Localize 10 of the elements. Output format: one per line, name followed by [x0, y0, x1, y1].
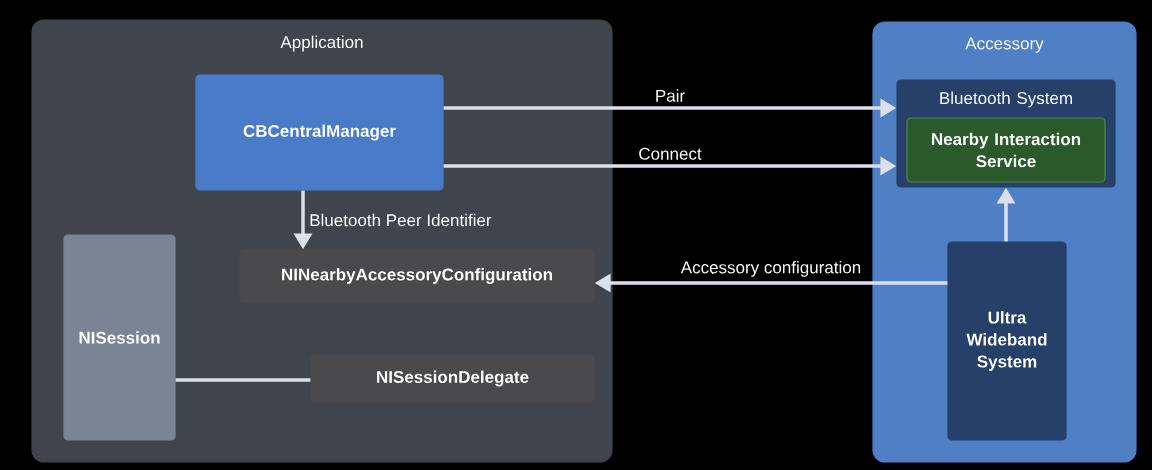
- class-box: NISession: [63, 234, 176, 441]
- edge-label: Pair: [656, 89, 685, 102]
- class-box: CBCentralManager: [195, 74, 444, 191]
- edge-label: Accessory configuration: [680, 260, 861, 277]
- service-box: Nearby Interaction Service: [906, 117, 1106, 183]
- edge-label: Bluetooth Peer Identifier: [310, 213, 492, 227]
- system-box: Ultra Wideband System: [947, 241, 1067, 441]
- class-box: NINearbyAccessoryConfiguration: [239, 249, 595, 303]
- class-box: NISessionDelegate: [310, 354, 595, 403]
- edge-label: Connect: [639, 147, 702, 160]
